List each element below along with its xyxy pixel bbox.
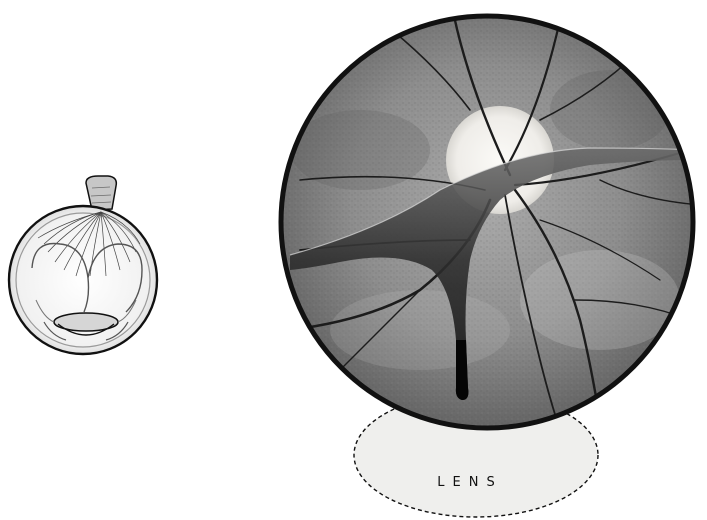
lens-label: LENS <box>437 475 502 490</box>
eye-cross-section-diagram <box>9 176 157 354</box>
optic-nerve-stub <box>86 176 116 210</box>
fundus-view <box>281 16 700 430</box>
